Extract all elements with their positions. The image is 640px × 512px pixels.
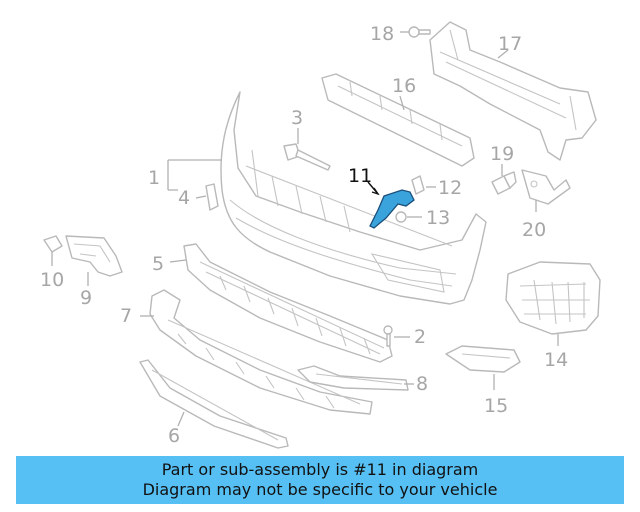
label-20: 20 (522, 219, 546, 241)
part-13-nut (395, 211, 422, 223)
label-19: 19 (490, 143, 514, 165)
part-7-lower-grille (140, 289, 373, 415)
part-17-reinforcement-bar (429, 21, 597, 161)
part-2-bolt (383, 325, 410, 347)
part-16-absorber (321, 73, 475, 167)
label-6: 6 (168, 425, 180, 447)
part-20-bracket (521, 169, 571, 212)
part-1-bumper-cover (220, 91, 487, 305)
label-10: 10 (40, 269, 64, 291)
part-8-trim (297, 365, 414, 391)
label-4: 4 (178, 187, 190, 209)
part-6-strip (139, 359, 289, 449)
label-2: 2 (414, 326, 426, 348)
part-10-clip (43, 235, 63, 266)
label-9: 9 (80, 287, 92, 309)
label-7: 7 (120, 305, 132, 327)
label-15: 15 (484, 395, 508, 417)
part-19-bolt (491, 164, 517, 195)
part-5-grille (169, 243, 393, 363)
banner-line-1: Part or sub-assembly is #11 in diagram (161, 460, 479, 479)
part-4-clip (195, 183, 219, 211)
part-9-bracket (65, 235, 123, 286)
label-17: 17 (498, 33, 522, 55)
part-11-bracket (367, 181, 415, 229)
part-15-fog-cover (445, 345, 521, 390)
label-11: 11 (348, 165, 372, 187)
label-16: 16 (392, 75, 416, 97)
label-14: 14 (544, 349, 568, 371)
banner-line-2: Diagram may not be specific to your vehi… (142, 480, 498, 499)
part-12-clip (411, 175, 436, 195)
part-1-leader (167, 159, 222, 191)
info-banner: Part or sub-assembly is #11 in diagram D… (16, 456, 624, 504)
label-1: 1 (148, 167, 160, 189)
part-18-bolt (400, 26, 431, 38)
label-18: 18 (370, 23, 394, 45)
label-3: 3 (291, 107, 303, 129)
label-8: 8 (416, 373, 428, 395)
label-13: 13 (426, 207, 450, 229)
label-12: 12 (438, 177, 462, 199)
part-14-side-bracket (505, 261, 601, 346)
part-3-screw (283, 128, 331, 171)
label-5: 5 (152, 253, 164, 275)
